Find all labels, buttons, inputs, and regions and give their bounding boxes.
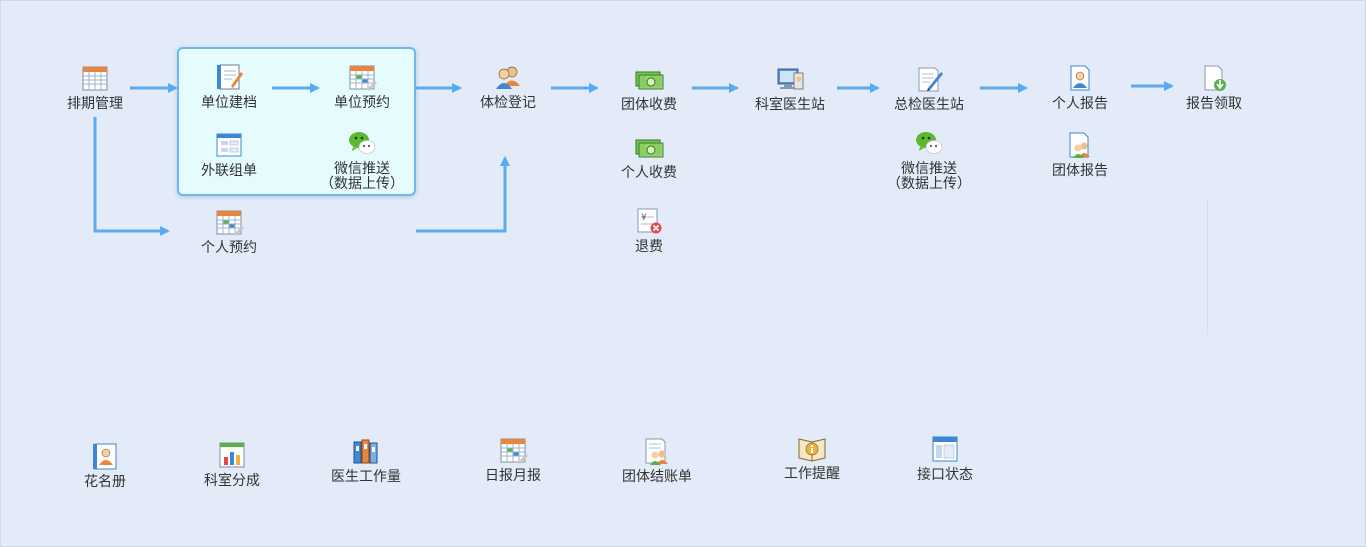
- calendar-edit-icon: [498, 435, 528, 465]
- daily-monthly-report-button[interactable]: 日报月报: [473, 435, 553, 484]
- report-pickup-node[interactable]: 报告领取: [1174, 63, 1254, 112]
- group-report-label: 团体报告: [1052, 163, 1108, 179]
- department-station-label: 科室医生站: [755, 97, 825, 113]
- work-reminder-button[interactable]: 工作提醒: [772, 433, 852, 482]
- unit-appointment-label: 单位预约: [334, 95, 390, 111]
- chief-station-node[interactable]: 总检医生站: [884, 64, 974, 113]
- computer-icon: [775, 64, 805, 94]
- group-bill-button[interactable]: 团体结账单: [607, 436, 707, 485]
- notebook-pencil-icon: [214, 62, 244, 92]
- refund-label: 退费: [635, 239, 663, 255]
- wechat-push-node-2[interactable]: 微信推送 （数据上传）: [879, 128, 979, 191]
- department-share-label: 科室分成: [204, 473, 260, 489]
- department-share-button[interactable]: 科室分成: [192, 440, 272, 489]
- roster-icon: [90, 441, 120, 471]
- interface-status-label: 接口状态: [917, 467, 973, 483]
- wechat-push-sub-1: （数据上传）: [320, 176, 404, 192]
- external-group-node[interactable]: 外联组单: [189, 130, 269, 179]
- calendar-grid-icon: [347, 62, 377, 92]
- roster-label: 花名册: [84, 474, 126, 490]
- doctor-workload-button[interactable]: 医生工作量: [321, 436, 411, 485]
- wechat-push-label-1: 微信推送: [334, 161, 390, 177]
- schedule-node[interactable]: 排期管理: [55, 63, 135, 112]
- arrow-personal-to-registration: [416, 156, 510, 233]
- calendar-grid-icon: [80, 63, 110, 93]
- wechat-icon: [914, 128, 944, 158]
- personal-appointment-label: 个人预约: [201, 240, 257, 256]
- report-pickup-label: 报告领取: [1186, 96, 1242, 112]
- unit-appointment-node[interactable]: 单位预约: [322, 62, 402, 111]
- info-book-icon: [797, 433, 827, 463]
- group-charge-label: 团体收费: [621, 97, 677, 113]
- wechat-push-label-2: 微信推送: [901, 161, 957, 177]
- money-icon: [634, 64, 664, 94]
- personal-appointment-node[interactable]: 个人预约: [189, 207, 269, 256]
- registration-node[interactable]: 体检登记: [468, 62, 548, 111]
- department-station-node[interactable]: 科室医生站: [745, 64, 835, 113]
- window-panel-icon: [930, 434, 960, 464]
- external-group-label: 外联组单: [201, 163, 257, 179]
- bill-group-icon: [642, 436, 672, 466]
- chief-station-label: 总检医生站: [894, 97, 964, 113]
- refund-node[interactable]: 退费: [609, 206, 689, 255]
- roster-button[interactable]: 花名册: [65, 441, 145, 490]
- schedule-label: 排期管理: [67, 96, 123, 112]
- money-icon: [634, 132, 664, 162]
- report-group-icon: [1065, 130, 1095, 160]
- personal-charge-label: 个人收费: [621, 165, 677, 181]
- group-report-node[interactable]: 团体报告: [1040, 130, 1120, 179]
- divider-line: [1207, 200, 1208, 334]
- document-download-icon: [1199, 63, 1229, 93]
- daily-monthly-report-label: 日报月报: [485, 468, 541, 484]
- users-icon: [493, 62, 523, 92]
- window-form-icon: [214, 130, 244, 160]
- calendar-edit-icon: [214, 207, 244, 237]
- document-pen-icon: [914, 64, 944, 94]
- unit-archive-label: 单位建档: [201, 95, 257, 111]
- group-charge-node[interactable]: 团体收费: [609, 64, 689, 113]
- wechat-push-sub-2: （数据上传）: [887, 176, 971, 192]
- registration-label: 体检登记: [480, 95, 536, 111]
- arrow-schedule-to-personal: [93, 117, 170, 236]
- wechat-icon: [347, 128, 377, 158]
- personal-report-node[interactable]: 个人报告: [1040, 63, 1120, 112]
- unit-archive-node[interactable]: 单位建档: [189, 62, 269, 111]
- unit-workflow-group: [177, 47, 416, 196]
- personal-charge-node[interactable]: 个人收费: [609, 132, 689, 181]
- personal-report-label: 个人报告: [1052, 96, 1108, 112]
- group-bill-label: 团体结账单: [622, 469, 692, 485]
- wechat-push-node-1[interactable]: 微信推送 （数据上传）: [312, 128, 412, 191]
- report-user-icon: [1065, 63, 1095, 93]
- interface-status-button[interactable]: 接口状态: [905, 434, 985, 483]
- chart-icon: [217, 440, 247, 470]
- doctor-workload-label: 医生工作量: [331, 469, 401, 485]
- refund-icon: [634, 206, 664, 236]
- work-reminder-label: 工作提醒: [784, 466, 840, 482]
- binders-icon: [351, 436, 381, 466]
